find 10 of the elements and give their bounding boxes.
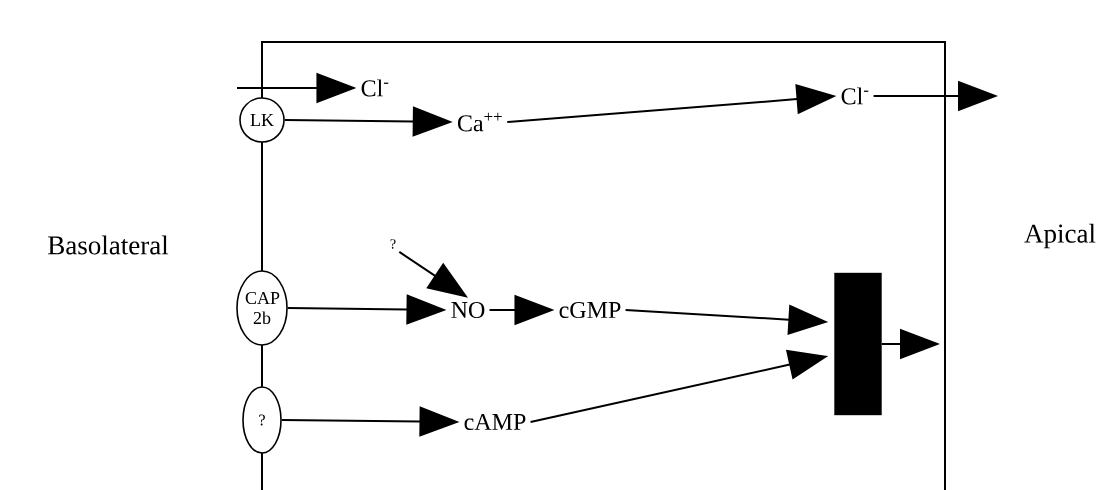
messenger-label: cGMP [559, 301, 621, 319]
ion-label: Ca$^{++}$ [457, 112, 502, 132]
messenger-label: cAMP [464, 413, 526, 431]
channel-bar [834, 272, 882, 416]
messenger-label: NO [451, 301, 485, 319]
region-label: Apical [1024, 223, 1096, 249]
ion-label: Cl$^{-}$ [361, 79, 389, 97]
ion-label: Cl$^{-}$ [841, 87, 869, 105]
region-label: Basolateral [48, 235, 169, 255]
question-mark: ? [390, 239, 396, 249]
